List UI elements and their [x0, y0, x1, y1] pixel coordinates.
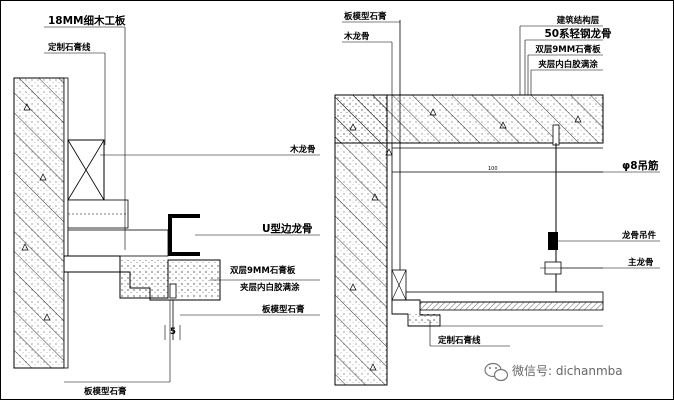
- label-glue-coat: 夹层内白胶满涂: [240, 282, 300, 293]
- label-u-edge-keel: U型边龙骨: [262, 222, 313, 235]
- label-r-anchor-gypsum: 板模型石膏: [344, 11, 387, 22]
- keel-hanger: [548, 232, 558, 250]
- label-wood-board: 18MM细木工板: [48, 14, 126, 27]
- double-gypsum-board: [419, 301, 604, 311]
- label-steel-keel: 50系轻钢龙骨: [544, 27, 611, 40]
- label-main-keel: 主龙骨: [628, 257, 654, 268]
- label-r-glue-coat: 夹层内白胶满涂: [538, 59, 598, 70]
- watermark: 微信号: dichanmba: [484, 362, 623, 382]
- dim-100-label: 100: [488, 166, 498, 172]
- label-anchor-gypsum: 板模型石膏: [262, 304, 305, 315]
- label-rebar: φ8吊筋: [622, 159, 659, 172]
- label-r-wood-keel: 木龙骨: [343, 31, 370, 42]
- label-r-double-board: 双层9MM石膏板: [535, 44, 601, 55]
- label-hanger: 龙骨吊件: [621, 230, 657, 241]
- watermark-text: 微信号: dichanmba: [512, 364, 623, 378]
- label-wood-keel: 木龙骨: [289, 144, 316, 155]
- wood-board-strip: [63, 77, 69, 369]
- label-double-board: 双层9MM石膏板: [230, 265, 296, 276]
- left-detail: 5 18MM细木工板 定制石膏线 木龙骨 U型边龙骨 双层9MM石膏板 夹层内白…: [13, 14, 320, 397]
- label-structure: 建筑结构层: [556, 15, 600, 26]
- label-gypsum-line: 定制石膏线: [47, 42, 91, 53]
- label-bottom-gypsum: 板模型石膏: [84, 386, 127, 397]
- dim-5-label: 5: [170, 327, 176, 337]
- u-edge-keel: [168, 214, 200, 256]
- wechat-icon: [484, 362, 509, 382]
- right-detail: 100: [334, 11, 660, 386]
- label-custom-line: 定制石膏线: [437, 335, 481, 346]
